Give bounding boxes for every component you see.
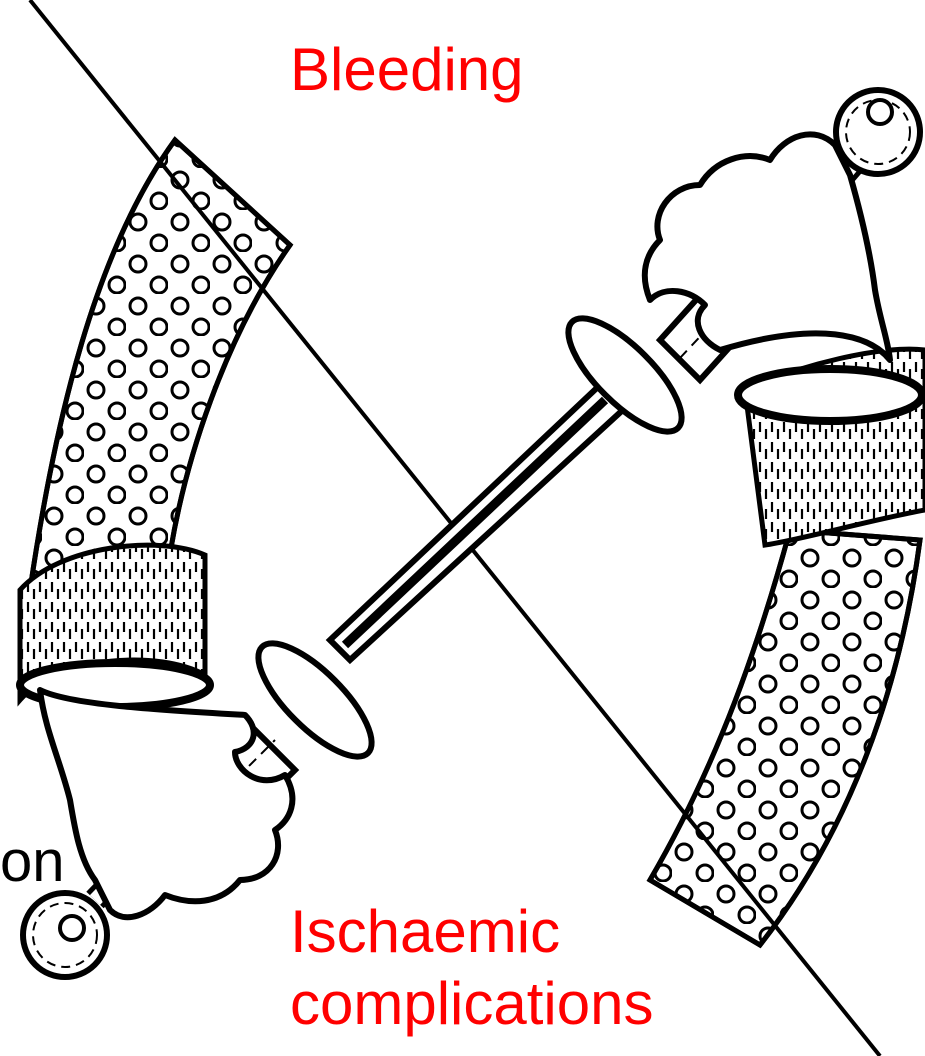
ischaemic-label: Ischaemic bbox=[290, 900, 560, 964]
bleeding-label: Bleeding bbox=[290, 38, 524, 102]
right-arm bbox=[650, 349, 925, 945]
left-hand-icon bbox=[40, 690, 292, 917]
complications-label: complications bbox=[290, 972, 654, 1036]
left-arm bbox=[20, 140, 290, 707]
left-fragment-label: on bbox=[0, 832, 65, 892]
